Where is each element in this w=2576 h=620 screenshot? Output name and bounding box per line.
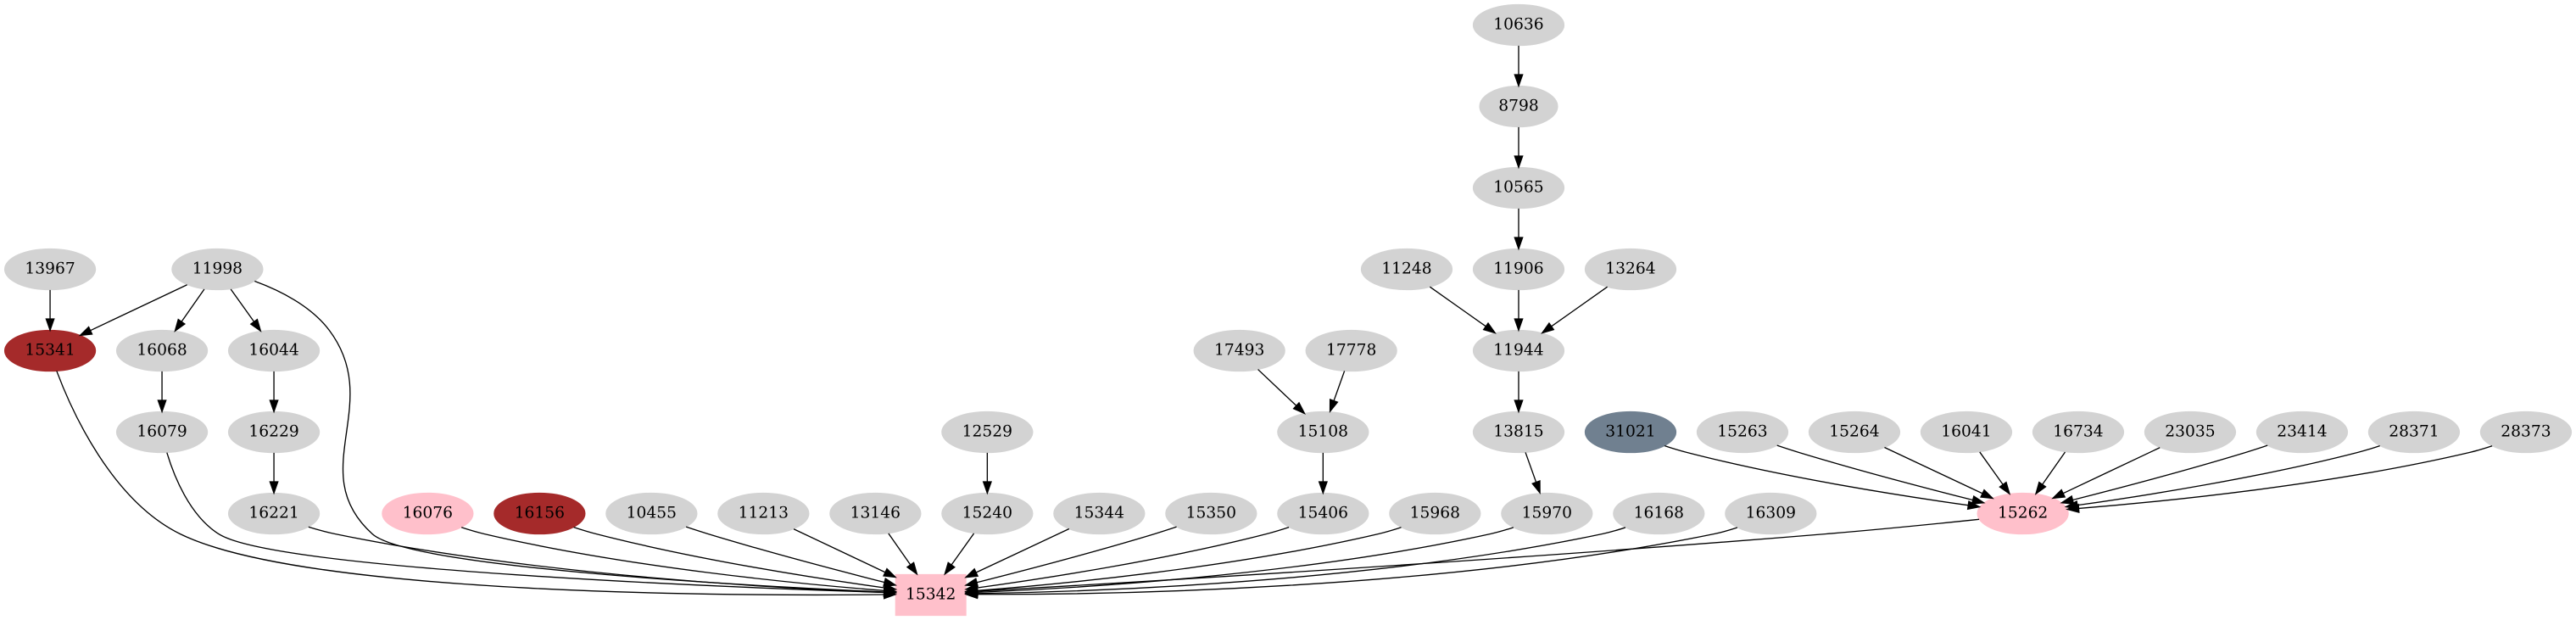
svg-text:10636: 10636: [1493, 15, 1543, 33]
svg-text:17493: 17493: [1214, 341, 1264, 359]
svg-text:15350: 15350: [1186, 504, 1236, 522]
svg-text:16076: 16076: [403, 504, 453, 522]
svg-text:31021: 31021: [1605, 422, 1655, 440]
svg-text:11944: 11944: [1493, 341, 1543, 359]
svg-text:15968: 15968: [1410, 504, 1460, 522]
svg-text:10565: 10565: [1493, 178, 1543, 196]
svg-text:13967: 13967: [25, 260, 75, 277]
svg-text:16309: 16309: [1746, 504, 1796, 522]
svg-text:16168: 16168: [1634, 504, 1684, 522]
svg-text:16221: 16221: [248, 504, 298, 522]
svg-text:15264: 15264: [1829, 422, 1879, 440]
svg-text:16041: 16041: [1941, 422, 1991, 440]
svg-text:15108: 15108: [1298, 422, 1348, 440]
svg-text:15341: 15341: [25, 341, 75, 359]
svg-text:16044: 16044: [248, 341, 298, 359]
svg-text:16229: 16229: [248, 422, 298, 440]
svg-text:12529: 12529: [962, 422, 1012, 440]
svg-text:28373: 28373: [2501, 422, 2551, 440]
svg-text:8798: 8798: [1498, 97, 1538, 115]
svg-text:15240: 15240: [962, 504, 1012, 522]
svg-text:11213: 11213: [739, 504, 789, 522]
svg-text:17778: 17778: [1326, 341, 1376, 359]
svg-text:15262: 15262: [1998, 504, 2048, 522]
svg-text:28371: 28371: [2389, 422, 2439, 440]
svg-text:23035: 23035: [2165, 422, 2215, 440]
svg-text:16079: 16079: [137, 422, 187, 440]
svg-text:15342: 15342: [906, 585, 956, 603]
svg-text:13146: 13146: [850, 504, 900, 522]
svg-text:15406: 15406: [1298, 504, 1348, 522]
svg-text:16734: 16734: [2053, 422, 2103, 440]
svg-text:16156: 16156: [515, 504, 565, 522]
svg-text:13815: 13815: [1493, 422, 1543, 440]
svg-text:11906: 11906: [1493, 260, 1543, 277]
svg-text:23414: 23414: [2277, 422, 2327, 440]
svg-text:15970: 15970: [1522, 504, 1572, 522]
svg-text:10455: 10455: [627, 504, 677, 522]
svg-text:15344: 15344: [1074, 504, 1124, 522]
svg-text:13264: 13264: [1605, 260, 1655, 277]
svg-text:15263: 15263: [1717, 422, 1767, 440]
svg-text:11248: 11248: [1381, 260, 1431, 277]
svg-text:11998: 11998: [192, 260, 243, 277]
svg-text:16068: 16068: [137, 341, 187, 359]
